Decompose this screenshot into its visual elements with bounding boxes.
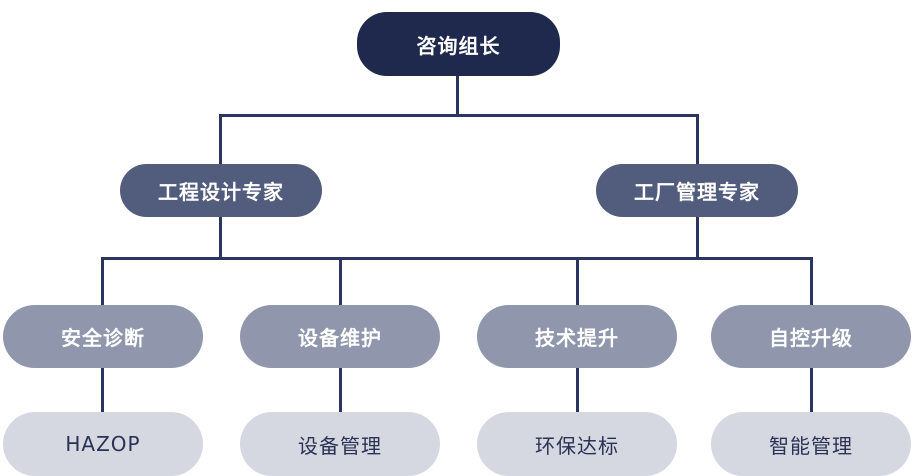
connector-root-drop (456, 76, 459, 116)
node-automation-upgrade: 自控升级 (711, 305, 911, 368)
node-environmental-standard: 环保达标 (477, 412, 677, 476)
connector-detail-drop-1 (101, 368, 104, 412)
connector-branch-right-drop (696, 114, 699, 164)
connector-detail-drop-3 (576, 368, 579, 412)
connector-service-drop-1 (101, 257, 104, 305)
node-equipment-management: 设备管理 (240, 412, 440, 476)
connector-service-bus (101, 257, 813, 260)
connector-service-drop-2 (339, 257, 342, 305)
connector-detail-drop-4 (810, 368, 813, 412)
node-plant-management-expert: 工厂管理专家 (596, 164, 798, 217)
connector-branch-left-drop (219, 114, 222, 164)
connector-branch-left-out (219, 217, 222, 259)
connector-service-drop-3 (576, 257, 579, 305)
node-smart-management: 智能管理 (711, 412, 911, 476)
node-technical-improvement: 技术提升 (477, 305, 677, 368)
connector-service-drop-4 (810, 257, 813, 305)
connector-detail-drop-2 (339, 368, 342, 412)
node-engineering-design-expert: 工程设计专家 (120, 164, 322, 217)
node-hazop: HAZOP (3, 412, 203, 476)
connector-branch-bus (219, 114, 699, 117)
node-safety-diagnosis: 安全诊断 (3, 305, 203, 368)
node-equipment-maintenance: 设备维护 (240, 305, 440, 368)
connector-branch-right-out (696, 217, 699, 259)
node-consulting-leader: 咨询组长 (357, 12, 560, 76)
